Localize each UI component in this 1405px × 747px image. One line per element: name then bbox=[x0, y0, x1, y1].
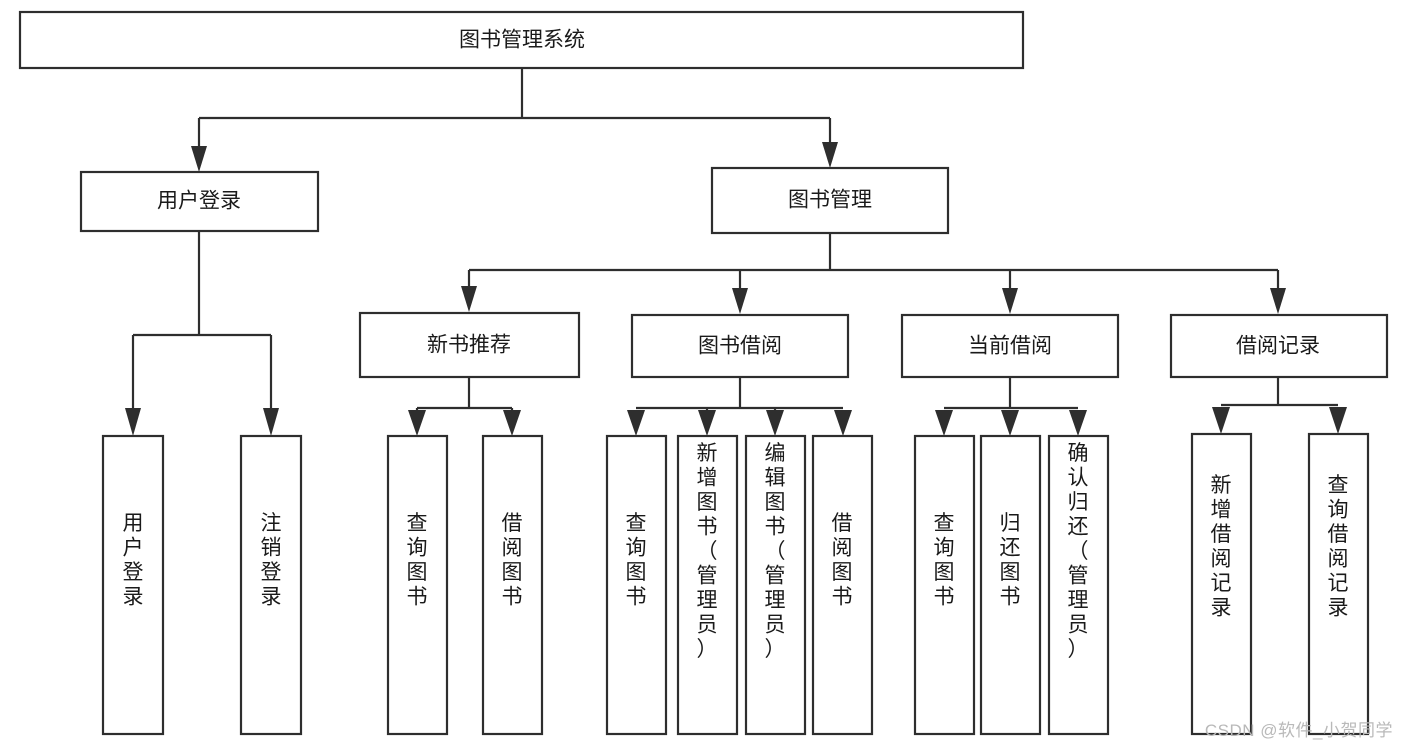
node-user-login-label: 用户登录 bbox=[157, 190, 241, 213]
connector-group-book-management bbox=[461, 233, 1286, 314]
node-leaf-borrow-book-1-label: 借阅图书 bbox=[502, 512, 523, 609]
node-leaf-edit-book-box[interactable] bbox=[744, 434, 807, 736]
arrow-head-leaf-query-record bbox=[1329, 407, 1347, 434]
node-book-management-label: 图书管理 bbox=[788, 189, 872, 212]
arrow-head-leaf-confirm-return bbox=[1069, 410, 1087, 436]
connector-group-current-borrow bbox=[935, 377, 1087, 436]
node-leaf-add-record-label: 新增借阅记录 bbox=[1211, 474, 1232, 620]
arrow-head-leaf-query-book-2 bbox=[627, 410, 645, 436]
node-root-label: 图书管理系统 bbox=[459, 29, 585, 52]
node-leaf-add-record[interactable]: 新增借阅记录 bbox=[1190, 432, 1253, 736]
csdn-watermark: CSDN @软件_小贺同学 bbox=[1204, 721, 1393, 740]
arrow-head-leaf-return-book bbox=[1001, 410, 1019, 436]
node-new-book-recommend[interactable]: 新书推荐 bbox=[358, 311, 581, 379]
node-current-borrow-box[interactable] bbox=[900, 313, 1120, 379]
node-root[interactable]: 图书管理系统 bbox=[18, 10, 1025, 70]
node-leaf-return-book[interactable]: 归还图书 bbox=[979, 434, 1042, 736]
node-borrow-record-label: 借阅记录 bbox=[1236, 335, 1320, 358]
node-leaf-user-login-label: 用户登录 bbox=[123, 512, 144, 609]
node-leaf-query-book-2-box[interactable] bbox=[605, 434, 668, 736]
arrow-head-user-login bbox=[191, 146, 207, 172]
node-new-book-recommend-label: 新书推荐 bbox=[427, 334, 511, 357]
arrow-head-leaf-borrow-book-2 bbox=[834, 410, 852, 436]
node-leaf-add-book-label: 新增图书（管理员） bbox=[697, 442, 718, 661]
arrow-head-leaf-query-book-3 bbox=[935, 410, 953, 436]
node-leaf-query-record-label: 查询借阅记录 bbox=[1328, 474, 1349, 620]
node-book-borrow-label: 图书借阅 bbox=[698, 335, 782, 358]
node-leaf-edit-book[interactable]: 编辑图书（管理员） bbox=[744, 434, 807, 736]
node-new-book-recommend-box[interactable] bbox=[358, 311, 581, 379]
arrow-head-book-borrow bbox=[732, 288, 748, 314]
node-leaf-confirm-return[interactable]: 确认归还（管理员） bbox=[1047, 434, 1110, 736]
node-leaf-query-book-3-box[interactable] bbox=[913, 434, 976, 736]
node-root-box[interactable] bbox=[18, 10, 1025, 70]
node-leaf-logout-box[interactable] bbox=[239, 434, 303, 736]
node-leaf-borrow-book-2-label: 借阅图书 bbox=[832, 512, 853, 609]
arrow-head-borrow-record bbox=[1270, 288, 1286, 314]
node-book-borrow[interactable]: 图书借阅 bbox=[630, 313, 850, 379]
node-leaf-query-record-box[interactable] bbox=[1307, 432, 1370, 736]
node-book-management-box[interactable] bbox=[710, 166, 950, 235]
arrow-head-leaf-add-book bbox=[698, 410, 716, 436]
arrow-head-book-management bbox=[822, 142, 838, 168]
connector-group-user-login bbox=[125, 231, 279, 436]
node-book-borrow-box[interactable] bbox=[630, 313, 850, 379]
arrow-head-leaf-user-login bbox=[125, 408, 141, 436]
connector-group-root bbox=[191, 68, 838, 172]
node-leaf-add-book-box[interactable] bbox=[676, 434, 739, 736]
node-leaf-query-book-1[interactable]: 查询图书 bbox=[386, 434, 449, 736]
connector-group-borrow-record bbox=[1212, 377, 1347, 434]
arrow-head-leaf-add-record bbox=[1212, 407, 1230, 434]
connector-group-book-borrow bbox=[627, 377, 852, 436]
node-user-login-box[interactable] bbox=[79, 170, 320, 233]
arrow-head-leaf-logout bbox=[263, 408, 279, 436]
node-user-login[interactable]: 用户登录 bbox=[79, 170, 320, 233]
node-leaf-user-login-box[interactable] bbox=[101, 434, 165, 736]
node-leaf-borrow-book-2[interactable]: 借阅图书 bbox=[811, 434, 874, 736]
node-leaf-add-book[interactable]: 新增图书（管理员） bbox=[676, 434, 739, 736]
arrow-head-new-book-recommend bbox=[461, 286, 477, 312]
node-leaf-confirm-return-box[interactable] bbox=[1047, 434, 1110, 736]
node-leaf-query-record[interactable]: 查询借阅记录 bbox=[1307, 432, 1370, 736]
node-leaf-logout-label: 注销登录 bbox=[261, 512, 282, 609]
node-leaf-add-record-box[interactable] bbox=[1190, 432, 1253, 736]
node-leaf-return-book-label: 归还图书 bbox=[1000, 512, 1021, 609]
node-leaf-query-book-1-label: 查询图书 bbox=[407, 512, 428, 609]
node-leaf-edit-book-label: 编辑图书（管理员） bbox=[765, 442, 786, 661]
node-current-borrow[interactable]: 当前借阅 bbox=[900, 313, 1120, 379]
node-borrow-record-box[interactable] bbox=[1169, 313, 1389, 379]
node-leaf-borrow-book-2-box[interactable] bbox=[811, 434, 874, 736]
node-leaf-query-book-2-label: 查询图书 bbox=[626, 512, 647, 609]
connector-group-new-book-recommend bbox=[408, 377, 521, 436]
arrow-head-leaf-query-book-1 bbox=[408, 410, 426, 436]
node-leaf-logout[interactable]: 注销登录 bbox=[239, 434, 303, 736]
node-leaf-user-login[interactable]: 用户登录 bbox=[101, 434, 165, 736]
node-current-borrow-label: 当前借阅 bbox=[968, 335, 1052, 358]
node-leaf-query-book-1-box[interactable] bbox=[386, 434, 449, 736]
node-leaf-borrow-book-1-box[interactable] bbox=[481, 434, 544, 736]
node-leaf-query-book-3-label: 查询图书 bbox=[934, 512, 955, 609]
node-book-management[interactable]: 图书管理 bbox=[710, 166, 950, 235]
node-leaf-confirm-return-label: 确认归还（管理员） bbox=[1068, 442, 1089, 661]
arrow-head-leaf-edit-book bbox=[766, 410, 784, 436]
node-borrow-record[interactable]: 借阅记录 bbox=[1169, 313, 1389, 379]
node-leaf-query-book-3[interactable]: 查询图书 bbox=[913, 434, 976, 736]
node-leaf-query-book-2[interactable]: 查询图书 bbox=[605, 434, 668, 736]
node-leaf-return-book-box[interactable] bbox=[979, 434, 1042, 736]
arrow-head-leaf-borrow-book-1 bbox=[503, 410, 521, 436]
arrow-head-current-borrow bbox=[1002, 288, 1018, 314]
node-leaf-borrow-book-1[interactable]: 借阅图书 bbox=[481, 434, 544, 736]
